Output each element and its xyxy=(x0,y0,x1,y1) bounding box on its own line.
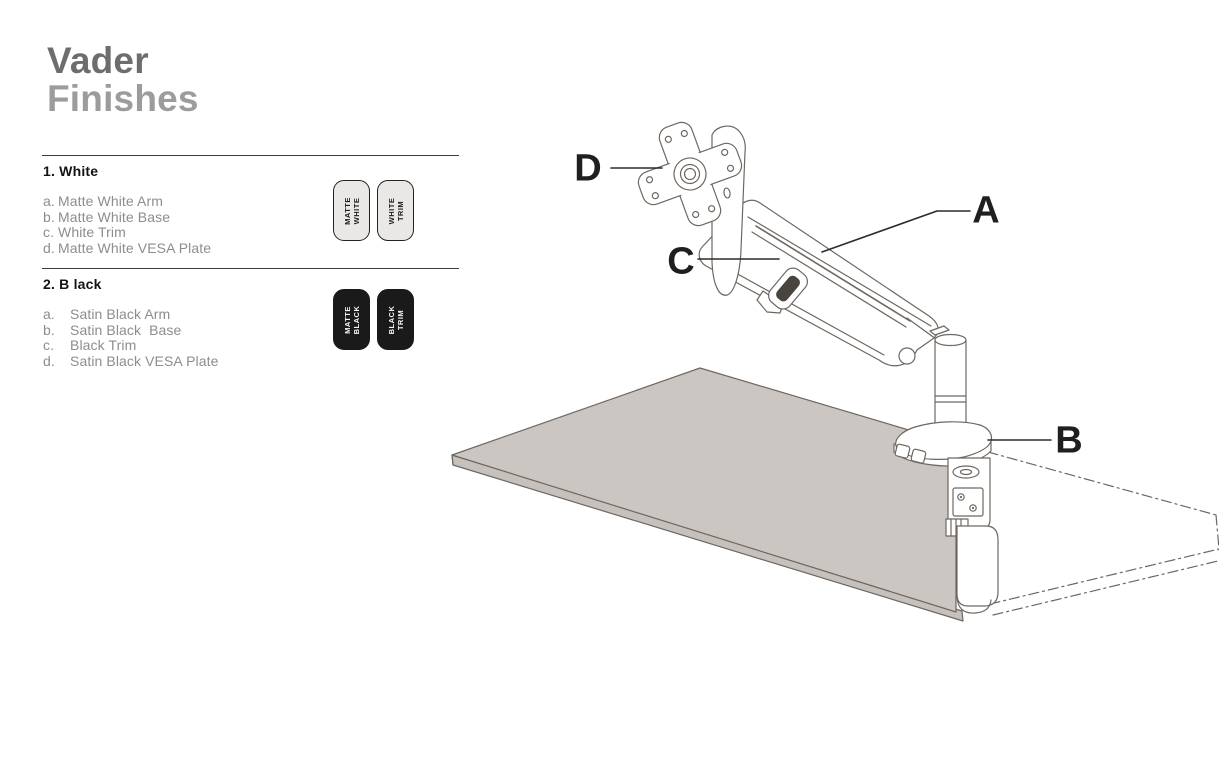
desk-corner-edge xyxy=(451,454,454,466)
section-heading-black: 2. B lack xyxy=(43,276,102,292)
finishes-panel: 1. White a.Matte White Arm b.Matte White… xyxy=(42,155,459,368)
item-letter: d. xyxy=(43,239,55,256)
item-label: Satin Black Base xyxy=(70,321,182,338)
section-heading-white: 1. White xyxy=(43,163,99,179)
riser-pole xyxy=(929,325,967,438)
item-letter: d. xyxy=(43,352,55,369)
list-item: c. Black Trim xyxy=(43,338,459,354)
finish-list-white: a.Matte White Arm b.Matte White Base c.W… xyxy=(43,193,459,257)
item-letter: c. xyxy=(43,337,55,354)
item-letter: a. xyxy=(43,193,55,209)
page-title: Vader Finishes xyxy=(47,42,199,118)
page-title-line1: Vader xyxy=(47,40,149,81)
clamp-lower-jaw xyxy=(956,525,999,607)
desk-surface xyxy=(451,367,1219,622)
item-label: White Trim xyxy=(58,224,126,241)
pole-slot xyxy=(929,325,950,336)
swatch-black-trim: BLACK TRIM xyxy=(377,289,414,350)
clamp-cap-tab xyxy=(910,448,927,464)
vesa-screw-holes xyxy=(645,129,735,219)
finish-section-white: 1. White a.Matte White Arm b.Matte White… xyxy=(42,155,459,268)
list-item: d. Satin Black VESA Plate xyxy=(43,352,459,370)
clamp-cap-tab xyxy=(894,443,911,459)
list-item: a. Satin Black Arm xyxy=(43,306,459,323)
item-label: Matte White Arm xyxy=(58,193,163,209)
finish-list-black: a. Satin Black Arm b. Satin Black Base c. B… xyxy=(43,306,459,370)
desk-top xyxy=(451,367,957,613)
finish-section-black: 2. B lack a. Satin Black Arm b. Satin Blac… xyxy=(42,268,459,368)
clamp-bracket xyxy=(952,487,984,517)
item-letter: a. xyxy=(43,306,55,322)
item-letter: b. xyxy=(43,208,55,225)
item-label: Black Trim xyxy=(70,337,137,354)
callout-d: D xyxy=(574,147,602,190)
callout-a: A xyxy=(972,189,1000,232)
leader-lines xyxy=(610,167,1052,441)
arm xyxy=(698,199,939,367)
item-label: Matte White Base xyxy=(58,208,171,225)
callout-b: B xyxy=(1055,419,1083,462)
list-item: d.Matte White VESA Plate xyxy=(43,239,459,257)
callout-c: C xyxy=(667,240,695,283)
item-letter: b. xyxy=(43,321,55,338)
leader-line-a xyxy=(821,210,971,253)
item-letter: c. xyxy=(43,224,55,241)
list-item: b. Satin Black Base xyxy=(43,321,459,339)
section-divider xyxy=(42,268,459,269)
item-label: Satin Black VESA Plate xyxy=(70,352,219,369)
base-clamp xyxy=(893,421,999,614)
trim-clip xyxy=(756,267,809,314)
list-item: a.Matte White Arm xyxy=(43,193,459,210)
list-item: c.White Trim xyxy=(43,225,459,241)
swatch-matte-black: MATTE BLACK xyxy=(333,289,370,350)
monitor-arm-drawing xyxy=(451,121,1219,622)
swatch-matte-white: MATTE WHITE xyxy=(333,180,370,241)
item-label: Satin Black Arm xyxy=(70,306,171,322)
list-item: b.Matte White Base xyxy=(43,208,459,226)
item-label: Matte White VESA Plate xyxy=(58,239,212,256)
section-divider xyxy=(42,155,459,156)
desk-phantom-outline xyxy=(987,451,1219,616)
swatch-white-trim: WHITE TRIM xyxy=(377,180,414,241)
arm-pivot xyxy=(898,347,916,365)
vesa-plate xyxy=(637,121,743,227)
page-title-line2: Finishes xyxy=(47,78,199,119)
